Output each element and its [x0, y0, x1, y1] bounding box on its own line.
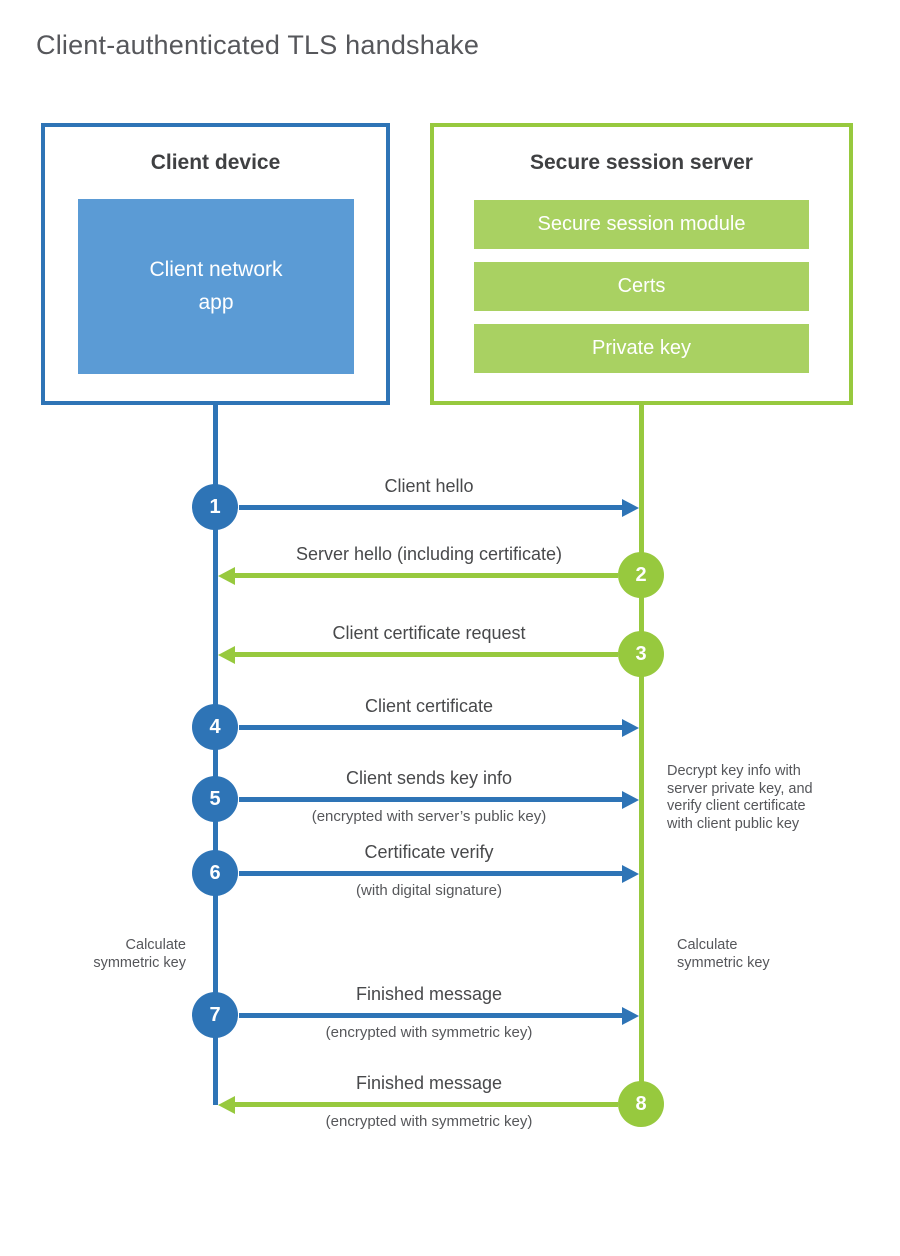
decrypt-key-note: Decrypt key info with server private key…: [667, 763, 813, 833]
step-badge-6: 6: [192, 850, 238, 896]
arrow-right-icon: [239, 725, 622, 730]
message-sublabel: (with digital signature): [356, 882, 502, 899]
message-label: Client certificate: [364, 696, 494, 716]
server-module-secure-session-module: Secure session module: [474, 200, 809, 249]
secure-session-server-title: Secure session server: [530, 151, 753, 174]
message-sublabel: (encrypted with symmetric key): [325, 1113, 533, 1130]
message-label: Client hello: [384, 476, 474, 496]
calculate-symmetric-key-note-client: Calculate symmetric key: [93, 937, 186, 971]
arrow-left-icon: [235, 573, 618, 578]
message-label: Server hello (including certificate): [295, 544, 563, 564]
step-number: 4: [209, 715, 221, 738]
client-network-app-box: Client network app: [78, 199, 354, 374]
message-label: Certificate verify: [364, 842, 494, 862]
arrow-left-icon: [235, 1102, 618, 1107]
step-number: 5: [209, 787, 221, 810]
arrow-right-icon: [239, 797, 622, 802]
message-sublabel: (encrypted with server’s public key): [311, 808, 547, 825]
page-title: Client-authenticated TLS handshake: [36, 30, 480, 60]
step-badge-3: 3: [618, 631, 664, 677]
step-number: 6: [209, 861, 221, 884]
server-lifeline: [639, 405, 644, 1105]
message-label: Finished message: [355, 984, 503, 1004]
server-module-private-key: Private key: [474, 324, 809, 373]
message-label: Client sends key info: [345, 768, 513, 788]
step-number: 8: [635, 1092, 647, 1115]
arrow-right-icon: [239, 1013, 622, 1018]
arrow-right-icon: [239, 505, 622, 510]
calculate-symmetric-key-note-server: Calculate symmetric key: [677, 937, 770, 971]
step-badge-7: 7: [192, 992, 238, 1038]
step-badge-2: 2: [618, 552, 664, 598]
step-badge-1: 1: [192, 484, 238, 530]
client-lifeline: [213, 405, 218, 1105]
step-badge-5: 5: [192, 776, 238, 822]
message-sublabel: (encrypted with symmetric key): [325, 1024, 533, 1041]
server-module-certs: Certs: [474, 262, 809, 311]
step-badge-8: 8: [618, 1081, 664, 1127]
arrow-left-icon: [235, 652, 618, 657]
step-badge-4: 4: [192, 704, 238, 750]
step-number: 2: [635, 563, 647, 586]
step-number: 3: [635, 642, 647, 665]
message-label: Finished message: [355, 1073, 503, 1093]
step-number: 1: [209, 495, 221, 518]
client-device-title: Client device: [150, 151, 281, 174]
step-number: 7: [209, 1003, 221, 1026]
message-label: Client certificate request: [332, 623, 526, 643]
arrow-right-icon: [239, 871, 622, 876]
